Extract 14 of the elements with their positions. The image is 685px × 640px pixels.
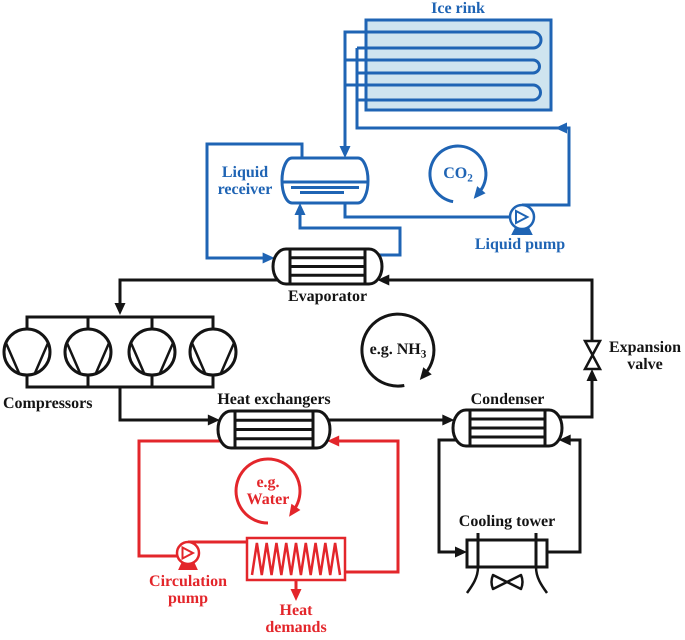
component-label: Heat demands [265, 602, 327, 636]
component-label: Ice rink [431, 0, 485, 17]
component-label: Condenser [470, 391, 544, 408]
component-label: Expansion valve [608, 339, 682, 373]
component-label: Evaporator [288, 288, 368, 305]
component-label: Cooling tower [458, 513, 556, 530]
fluid-label: e.g. NH$_{3}$ [370, 341, 426, 358]
component-label: Heat exchangers [217, 391, 331, 408]
component-label: Liquid receiver [218, 164, 272, 198]
component-label: Compressors [3, 395, 92, 412]
fluid-label: e.g. Water [246, 474, 290, 508]
component-label: Liquid pump [474, 236, 566, 253]
component-label: Circulation pump [149, 573, 227, 607]
fluid-label: CO$_{2}$ [443, 165, 473, 182]
